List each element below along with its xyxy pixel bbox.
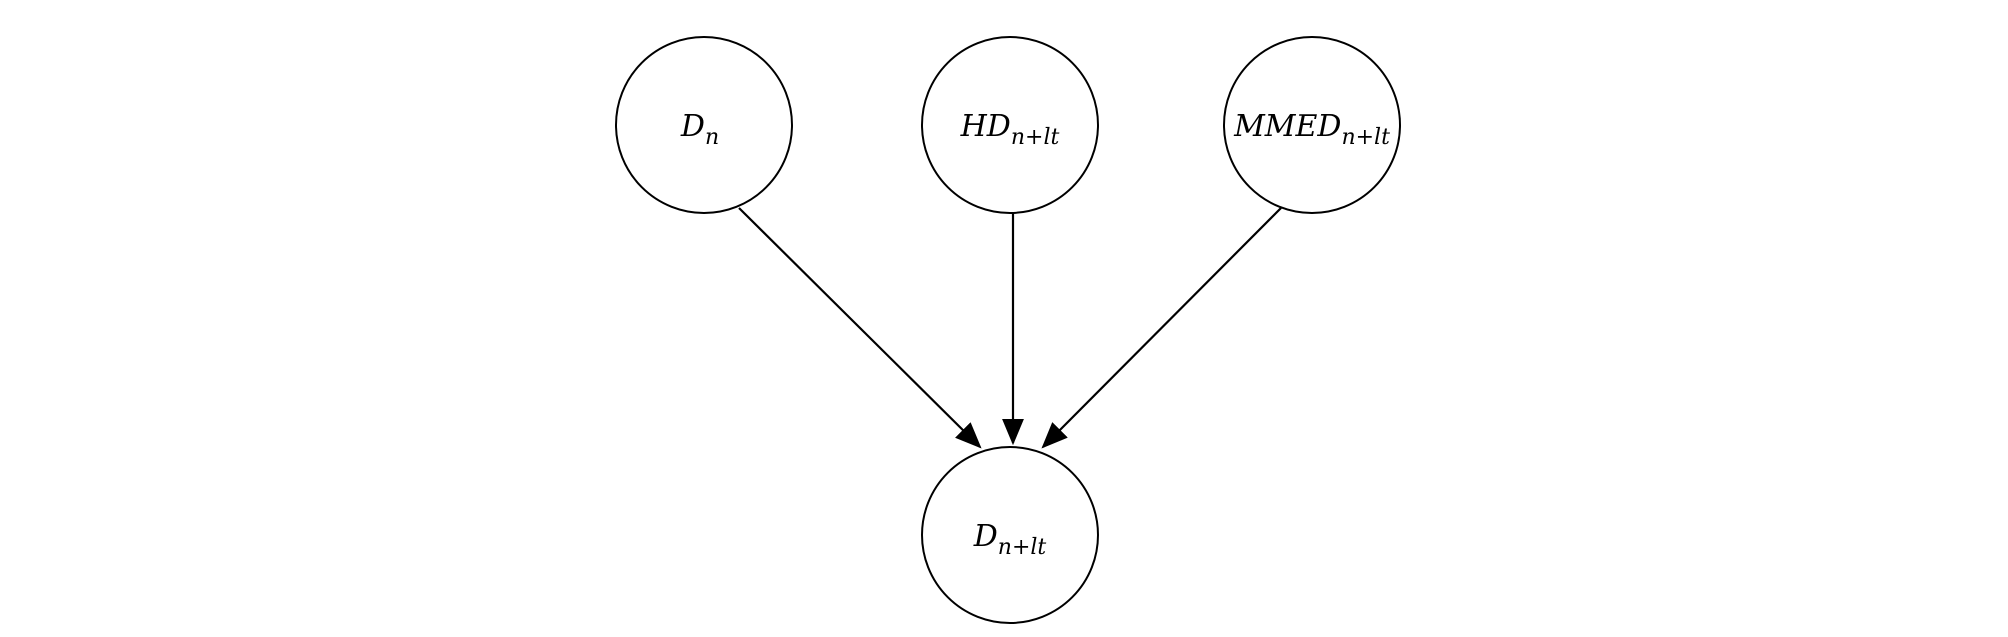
node-dn-circle: [615, 36, 793, 214]
node-dn: Dn: [615, 36, 793, 214]
node-target-label: Dn+lt: [973, 519, 1047, 560]
node-mmed: MMEDn+lt: [1223, 36, 1401, 214]
node-mmed-label: MMEDn+lt: [1233, 109, 1390, 150]
node-dn-label: Dn: [680, 109, 719, 150]
edge-dn-to-target: [738, 207, 982, 449]
node-hd-label: HDn+lt: [960, 109, 1060, 150]
node-mmed-circle: [1223, 36, 1401, 214]
node-hd-circle: [921, 36, 1099, 214]
edge-mmed-to-target: [1041, 207, 1282, 449]
edges: [738, 207, 1282, 449]
node-target: Dn+lt: [921, 446, 1099, 624]
node-target-circle: [921, 446, 1099, 624]
node-hd: HDn+lt: [921, 36, 1099, 214]
